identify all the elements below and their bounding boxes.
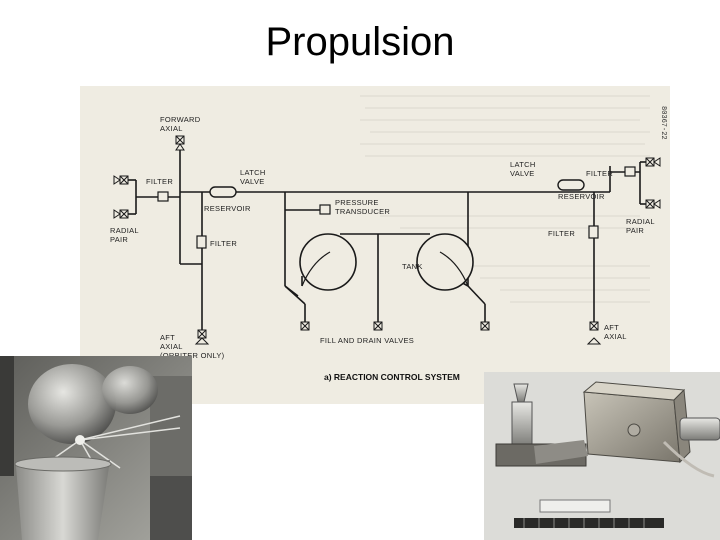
label-axial: AXIAL [160,124,183,133]
valve-fill-center [373,321,383,331]
valve-forward-axial [175,135,185,145]
propellant-tank-illustration [0,356,192,540]
filter-center [196,235,207,249]
label-latch-right: LATCH [510,160,536,169]
label-filter-right: FILTER [548,229,575,238]
propellant-tanks [299,233,474,291]
label-latch-left: LATCH [240,168,266,177]
reservoir-left [209,186,237,198]
label-filter-center: FILTER [210,239,237,248]
valve-radial-right-top [645,157,655,167]
thruster-nozzles [113,143,661,345]
background-text-texture [360,95,650,303]
valve-radial-left-bottom [119,209,129,219]
valve-fill-left [300,321,310,331]
label-filter-right-top: FILTER [586,169,613,178]
tank-left [299,233,357,291]
pressure-transducer-box [319,204,331,215]
diagram-caption: a) REACTION CONTROL SYSTEM [324,372,460,382]
thruster-assembly-photo [484,372,720,540]
label-pair-right: PAIR [626,226,644,235]
doc-number: 80367-22 [659,106,667,140]
rcs-schematic: 80367-22 FORWARD AXIAL FILTER RADIAL PAI… [110,95,667,382]
label-filter-left: FILTER [146,177,173,186]
label-transducer: TRANSDUCER [335,207,390,216]
valves [119,135,655,339]
label-axial-right: AXIAL [604,332,627,341]
label-aft-right: AFT [604,323,619,332]
valve-radial-right-bottom [645,199,655,209]
tank-right [416,233,474,291]
label-aft-left: AFT [160,333,175,342]
valve-aft-right [589,321,599,331]
propellant-tank-photo [0,356,192,540]
label-reservoir-right: RESERVOIR [558,192,605,201]
label-forward: FORWARD [160,115,201,124]
label-pair-left: PAIR [110,235,128,244]
diagram-labels: 80367-22 FORWARD AXIAL FILTER RADIAL PAI… [110,106,667,382]
reservoir-right [557,179,585,191]
label-fill-drain: FILL AND DRAIN VALVES [320,336,414,345]
thruster-illustration [484,372,720,540]
reaction-control-system-diagram: 80367-22 FORWARD AXIAL FILTER RADIAL PAI… [80,86,670,404]
label-tank: TANK [402,262,423,271]
reservoirs [209,179,585,198]
label-reservoir-left: RESERVOIR [204,204,251,213]
slide-title: Propulsion [265,20,455,64]
label-orbiter-only: (ORBITER ONLY) [160,351,225,360]
valve-radial-left-top [119,175,129,185]
label-valve-left: VALVE [240,177,265,186]
label-radial-right: RADIAL [626,217,655,226]
filter-right [588,225,599,239]
valve-fill-right [480,321,490,331]
filter-left [157,191,169,202]
filters [157,166,636,249]
label-axial-left: AXIAL [160,342,183,351]
filter-right-top [624,166,636,177]
label-pressure: PRESSURE [335,198,379,207]
label-valve-right: VALVE [510,169,535,178]
valve-aft-left [197,329,207,339]
label-radial-left: RADIAL [110,226,139,235]
